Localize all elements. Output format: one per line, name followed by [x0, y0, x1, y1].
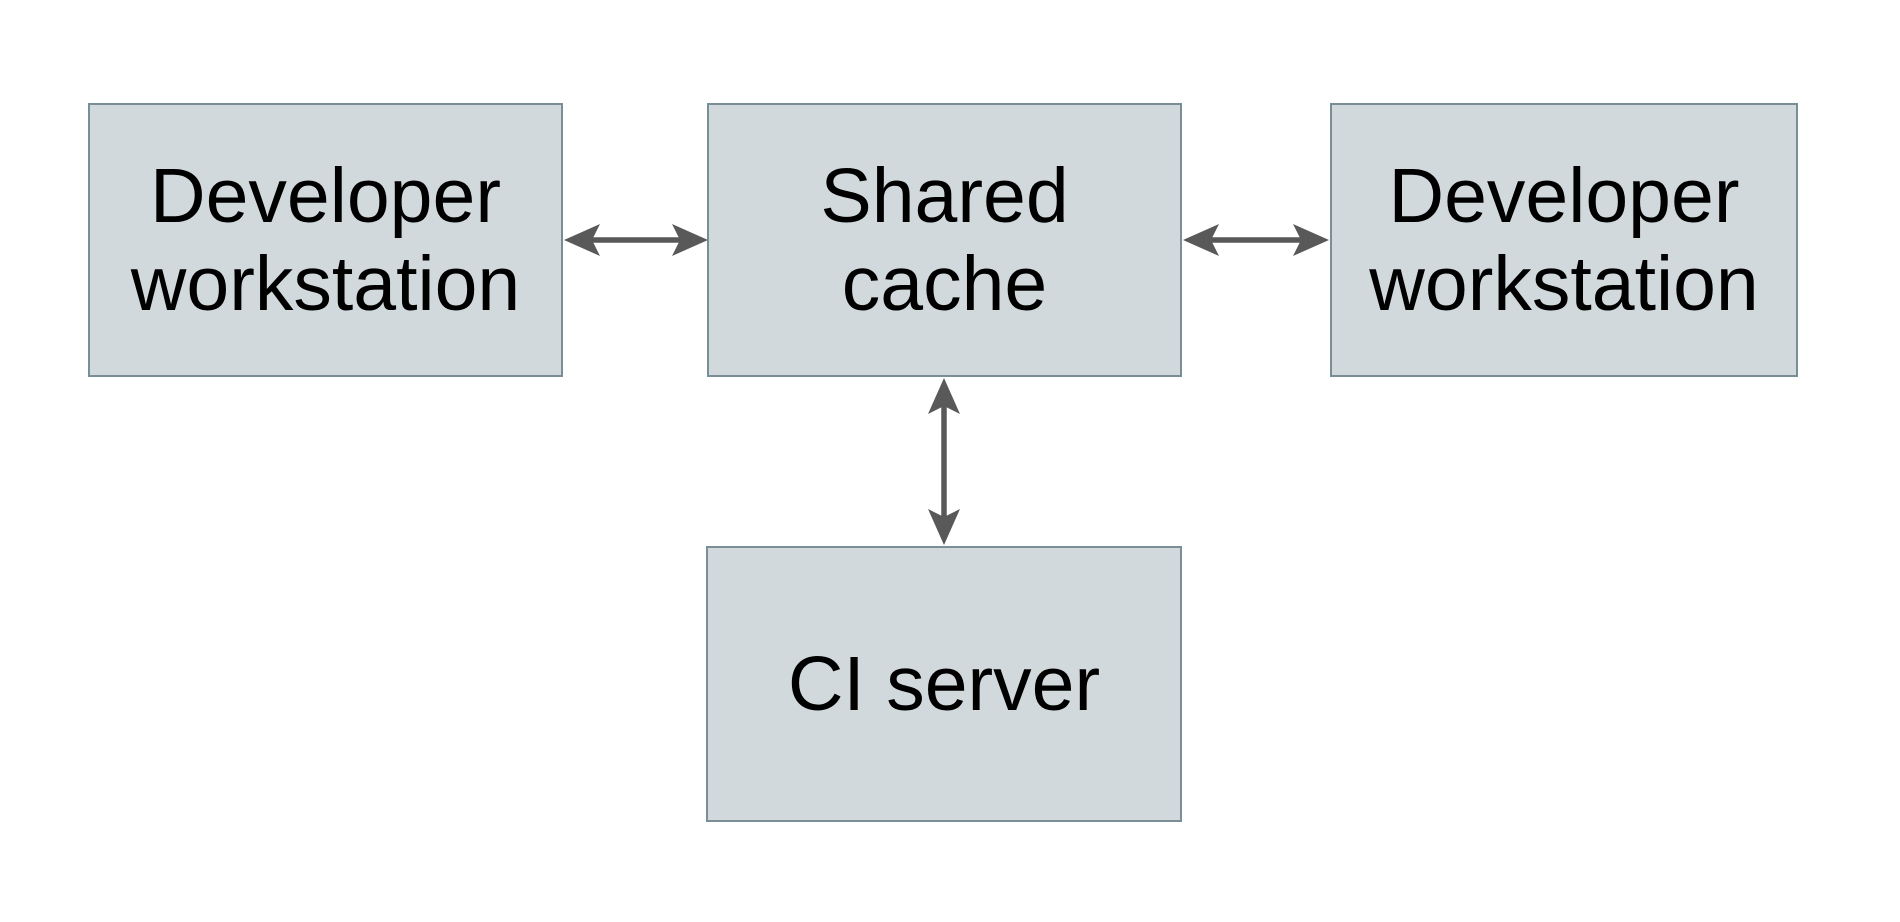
- arrow-workstation-left-cache: [563, 215, 709, 265]
- node-label: CI server: [787, 641, 1101, 727]
- node-developer-workstation-right: Developer workstation: [1330, 103, 1798, 377]
- node-label: Shared cache: [820, 153, 1069, 327]
- arrow-cache-workstation-right: [1182, 215, 1330, 265]
- node-developer-workstation-left: Developer workstation: [88, 103, 563, 377]
- node-label: Developer workstation: [1369, 153, 1759, 327]
- node-shared-cache: Shared cache: [707, 103, 1182, 377]
- node-label: Developer workstation: [130, 153, 521, 327]
- arrow-cache-ci-server: [921, 377, 967, 546]
- node-ci-server: CI server: [706, 546, 1182, 822]
